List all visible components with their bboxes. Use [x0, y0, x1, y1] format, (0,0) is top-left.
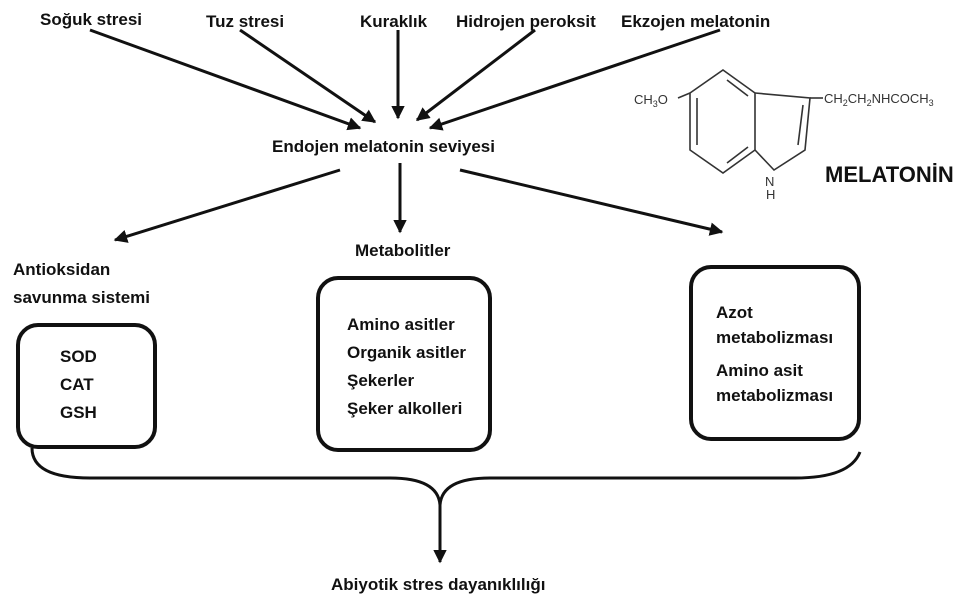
arrow-salt-stress: [239, 28, 377, 124]
outcome-label: Abiyotik stres dayanıklılığı: [331, 575, 546, 594]
arrow-cold-stress: [89, 28, 362, 131]
arrow-exogenous-melatonin: [428, 28, 721, 131]
antioxidant-title-line2: savunma sistemi: [13, 288, 151, 307]
melatonin-title: MELATONİN: [825, 162, 954, 187]
metabolite-amino-acids: Amino asitler: [347, 315, 455, 334]
metabolites-title: Metabolitler: [355, 241, 451, 260]
methoxy-label: CH3O: [634, 92, 668, 109]
stressor-cold: Soğuk stresi: [40, 10, 143, 29]
stressor-exogenous-melatonin: Ekzojen melatonin: [621, 12, 771, 31]
metabolite-organic-acids: Organik asitler: [347, 343, 467, 362]
antioxidant-list: SOD CAT GSH: [60, 343, 97, 427]
endogenous-melatonin-label: Endojen melatonin seviyesi: [272, 137, 495, 156]
arrow-to-antioxidant: [113, 168, 341, 243]
ring-nitrogen-hydrogen: H: [766, 187, 775, 202]
metabolism-box: [689, 265, 861, 441]
antioxidant-title-line1: Antioksidan: [13, 260, 111, 279]
ring-nitrogen: N: [765, 174, 774, 189]
arrow-to-metabolism: [459, 168, 724, 236]
metabolite-sugars: Şekerler: [347, 371, 415, 390]
enzyme-gsh: GSH: [60, 403, 97, 422]
methoxy-bond: [677, 92, 691, 99]
metabolism-amino-line1: Amino asit: [716, 361, 803, 380]
enzyme-sod: SOD: [60, 347, 97, 366]
metabolites-box: [316, 276, 492, 452]
pyrrole-double-bond: [797, 104, 804, 146]
metabolism-amino-line2: metabolizması: [716, 386, 834, 405]
metabolism-list: Azot metabolizması Amino asit metabolizm…: [716, 300, 833, 408]
arrow-hydrogen-peroxide: [415, 28, 536, 122]
benzene-inner-bond-3: [726, 146, 749, 164]
benzene-inner-bond-1: [726, 79, 749, 97]
metabolite-sugar-alcohols: Şeker alkolleri: [347, 399, 463, 418]
metabolism-nitrogen-line2: metabolizması: [716, 328, 834, 347]
metabolism-nitrogen-line1: Azot: [716, 303, 753, 322]
benzene-ring: [689, 69, 756, 174]
stressor-salt: Tuz stresi: [206, 12, 285, 31]
pyrrole-ring: [754, 92, 811, 172]
enzyme-cat: CAT: [60, 375, 94, 394]
stressor-drought: Kuraklık: [360, 12, 428, 31]
stressor-hydrogen-peroxide: Hidrojen peroksit: [456, 12, 596, 31]
curly-brace: [30, 447, 862, 506]
side-chain-label: CH2CH2NHCOCH3: [824, 91, 934, 108]
metabolites-list: Amino asitler Organik asitler Şekerler Ş…: [347, 311, 466, 423]
antioxidant-box: [16, 323, 157, 449]
